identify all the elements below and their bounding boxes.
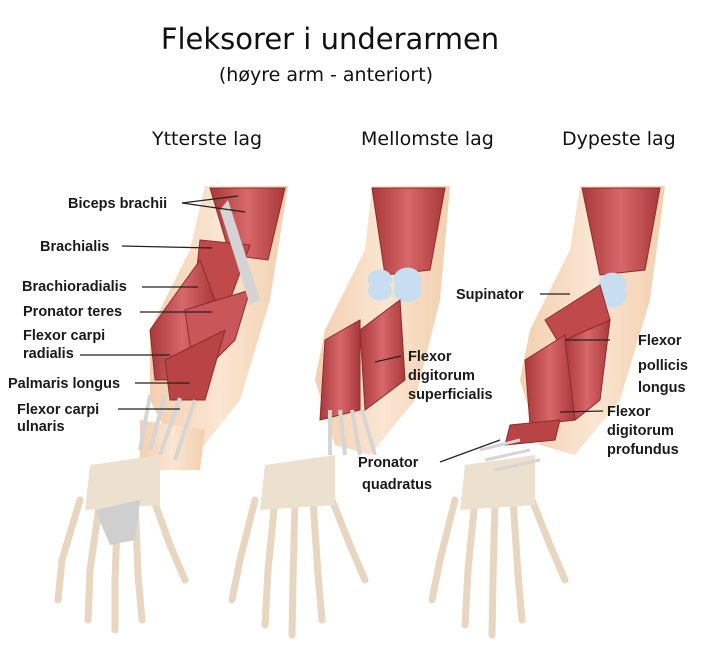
- column-heading-deep: Dypeste lag: [562, 128, 676, 150]
- leader-lines: [80, 195, 610, 463]
- label-flexor-carpi-radialis-1: Flexor carpi: [23, 328, 106, 344]
- label-supinator: Supinator: [456, 287, 524, 303]
- arm-outer-layer: [54, 186, 288, 634]
- label-pronator-teres: Pronator teres: [23, 304, 123, 320]
- diagram-subtitle: (høyre arm - anteriort): [218, 64, 434, 86]
- label-fpl-1: Flexor: [638, 333, 682, 349]
- label-flexor-carpi-ulnaris-1: Flexor carpi: [17, 402, 100, 418]
- diagram-title: Fleksorer i underarmen: [160, 22, 500, 56]
- label-fdp-1: Flexor: [607, 404, 651, 420]
- label-fdp-3: profundus: [607, 442, 679, 458]
- label-biceps-brachii: Biceps brachii: [68, 196, 168, 212]
- label-fdp-2: digitorum: [607, 423, 674, 439]
- label-fpl-3: longus: [638, 380, 686, 396]
- label-fds-3: superficialis: [408, 387, 493, 403]
- label-fds-2: digitorum: [408, 368, 475, 384]
- arm-middle-layer: [228, 186, 450, 639]
- column-heading-middle: Mellomste lag: [361, 128, 494, 150]
- label-pronator-quadratus-1: Pronator: [358, 455, 419, 471]
- label-brachialis: Brachialis: [40, 239, 110, 255]
- label-fpl-2: pollicis: [638, 358, 688, 374]
- arm-deep-layer: [428, 186, 665, 639]
- label-palmaris-longus: Palmaris longus: [8, 376, 121, 392]
- label-pronator-quadratus-2: quadratus: [362, 477, 433, 493]
- label-flexor-carpi-ulnaris-2: ulnaris: [17, 419, 65, 435]
- label-fds-1: Flexor: [408, 349, 452, 365]
- label-brachioradialis: Brachioradialis: [22, 279, 127, 295]
- label-flexor-carpi-radialis-2: radialis: [23, 346, 74, 362]
- column-heading-outer: Ytterste lag: [152, 128, 263, 150]
